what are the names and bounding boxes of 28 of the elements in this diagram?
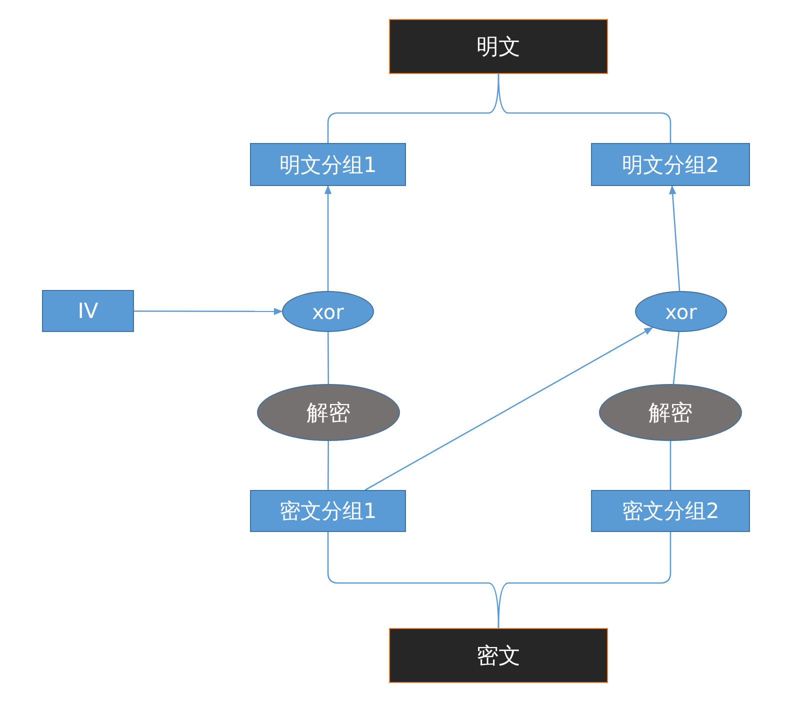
node-label: 解密: [306, 400, 350, 428]
node-label: xor: [665, 300, 697, 324]
connector-line: [327, 332, 329, 384]
iv-box: [42, 290, 134, 332]
arrow: [324, 185, 332, 291]
arrow: [669, 185, 680, 292]
node-label: IV: [78, 299, 98, 323]
arrow: [134, 308, 283, 316]
node-label: 密文: [476, 642, 520, 670]
connector-line: [670, 441, 672, 490]
node-label: 明文分组2: [622, 152, 720, 178]
node-label: 解密: [648, 400, 692, 428]
connector-line: [672, 332, 680, 384]
connector-line: [498, 74, 672, 143]
connector-line: [498, 532, 672, 628]
node-label: 密文分组2: [622, 498, 720, 525]
plaintext-box: [389, 19, 608, 74]
node-label: xor: [312, 300, 344, 324]
node-label: 明文: [476, 34, 520, 62]
node-label: 明文分组1: [279, 152, 377, 178]
ciphertext-block-box: [250, 490, 406, 532]
plaintext-block-box: [250, 143, 406, 186]
ciphertext-box: [389, 628, 608, 683]
connector-line: [327, 441, 329, 490]
arrow: [364, 327, 654, 491]
plaintext-block-box: [591, 143, 750, 186]
node-label: 密文分组1: [279, 498, 377, 525]
ciphertext-block-box: [591, 490, 750, 532]
